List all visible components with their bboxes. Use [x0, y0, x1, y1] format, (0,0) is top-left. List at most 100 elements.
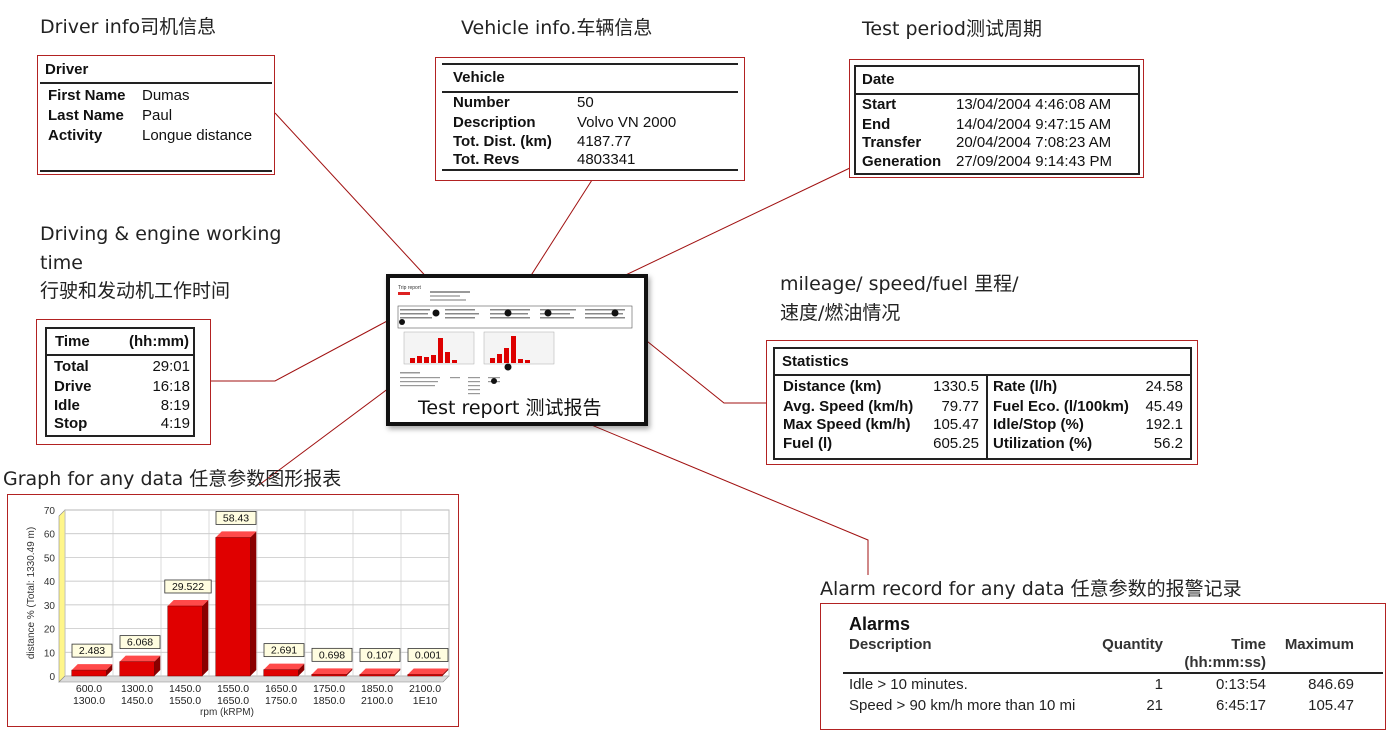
bar-side [298, 663, 305, 676]
bar-top [215, 531, 257, 538]
y-tick-label: 20 [44, 625, 56, 636]
time-row: Stop [54, 415, 88, 432]
bar-side [394, 668, 401, 676]
driver-row: Activity [48, 127, 103, 144]
y-tick-label: 0 [49, 672, 55, 683]
bar-top [263, 663, 305, 670]
statistics-panel: Statistics Distance (km) 1330.5 Avg. Spe… [766, 340, 1198, 465]
driver-title: Driver [45, 61, 89, 78]
driver-panel: Driver First Name Dumas Last Name Paul A… [37, 55, 275, 175]
thumbnail-caption: Test report 测试报告 [417, 397, 602, 419]
driver-value: Dumas [142, 87, 190, 104]
stats-left-row: Max Speed (km/h) [783, 416, 911, 433]
caption-vehicle: Vehicle info.车辆信息 [461, 17, 653, 39]
x-tick-label-bottom: 1550.0 [169, 695, 201, 707]
alarm-row-quantity: 1 [1154, 676, 1163, 693]
caption-driving-2: time [40, 252, 83, 274]
bar [167, 605, 203, 677]
time-row: Drive [54, 378, 92, 395]
data-label: 0.107 [367, 650, 393, 662]
stats-right-row: Utilization (%) [993, 435, 1093, 452]
x-tick-label-bottom: 1450.0 [121, 695, 153, 707]
stats-left-row: Avg. Speed (km/h) [783, 398, 914, 415]
data-label: 58.43 [223, 512, 249, 524]
x-tick-label-top: 1850.0 [361, 683, 393, 695]
bar [359, 674, 395, 677]
data-label-box [407, 648, 449, 662]
alarm-row-quantity: 21 [1146, 697, 1163, 714]
vehicle-title: Vehicle [453, 69, 505, 86]
stats-right-value: 56.2 [1153, 435, 1183, 452]
alarms-header-description: Description [849, 636, 932, 653]
alarms-title: Alarms [849, 614, 911, 634]
connector-time [211, 319, 390, 382]
x-tick-label-bottom: 1850.0 [313, 695, 345, 707]
stats-right-value: 24.58 [1145, 378, 1183, 395]
bar [71, 669, 107, 677]
alarm-row-description: Idle > 10 minutes. [849, 676, 968, 693]
data-label-box [71, 643, 113, 658]
time-value: 16:18 [152, 378, 190, 395]
x-axis-label: rpm (kRPM) [200, 707, 254, 718]
statistics-title: Statistics [782, 353, 849, 370]
date-value: 13/04/2004 4:46:08 AM [956, 96, 1112, 113]
time-value: 4:19 [160, 415, 190, 432]
report-thumbnail: Trip report [386, 274, 648, 426]
y-tick-label: 60 [44, 530, 56, 541]
x-tick-label-top: 600.0 [76, 683, 102, 695]
bar [311, 674, 347, 677]
time-value: 8:19 [160, 397, 190, 414]
data-label-box [119, 635, 161, 650]
date-row: Start [862, 96, 897, 113]
driver-row: Last Name [48, 107, 124, 124]
bar [119, 661, 155, 677]
caption-alarm: Alarm record for any data 任意参数的报警记录 [820, 578, 1242, 600]
vehicle-panel: Vehicle Number 50 Description Volvo VN 2… [435, 57, 745, 181]
date-value: 20/04/2004 7:08:23 AM [956, 134, 1112, 151]
data-label: 0.698 [319, 649, 345, 661]
bar [407, 674, 443, 677]
thumbnail-summary [397, 305, 633, 329]
time-unit: (hh:mm) [129, 333, 189, 350]
vehicle-value: 4187.77 [577, 133, 632, 150]
data-label: 2.691 [271, 645, 297, 657]
vehicle-value: Volvo VN 2000 [577, 114, 677, 131]
caption-driving-3: 行驶和发动机工作时间 [40, 280, 231, 302]
bar-side [442, 668, 449, 676]
y-tick-label: 10 [44, 648, 56, 659]
thumbnail-chart-2 [483, 331, 555, 365]
data-label: 6.068 [127, 637, 153, 649]
alarms-header-time: Time [1231, 636, 1266, 653]
stats-left-value: 605.25 [933, 435, 979, 452]
date-value: 27/09/2004 9:14:43 PM [956, 153, 1112, 170]
x-tick-label-bottom: 1E10 [413, 695, 438, 707]
x-tick-label-top: 1650.0 [265, 683, 297, 695]
alarm-row-description: Speed > 90 km/h more than 10 mi [849, 697, 1076, 714]
caption-stats-1: mileage/ speed/fuel 里程/ [780, 273, 1019, 295]
data-label: 0.001 [415, 650, 441, 662]
alarm-row-time: 6:45:17 [1215, 697, 1266, 714]
caption-driver: Driver info司机信息 [40, 16, 217, 38]
alarm-row-maximum: 105.47 [1308, 697, 1354, 714]
bar [215, 537, 251, 677]
report-thumbnail-image: Trip report [397, 285, 633, 419]
stats-right-row: Fuel Eco. (l/100km) [993, 398, 1129, 415]
x-tick-label-top: 1300.0 [121, 683, 153, 695]
alarms-header-maximum: Maximum [1284, 636, 1354, 653]
stats-right-value: 192.1 [1145, 416, 1183, 433]
alarm-row-maximum: 846.69 [1308, 676, 1354, 693]
driver-value: Paul [142, 107, 173, 124]
y-axis-label: distance % (Total: 1330.49 m) [26, 527, 37, 659]
stats-right-row: Rate (l/h) [993, 378, 1058, 395]
bar-side [154, 655, 161, 676]
vehicle-value: 50 [577, 94, 594, 111]
data-label-box [215, 511, 257, 525]
stats-left-row: Fuel (l) [783, 435, 833, 452]
stats-left-value: 79.77 [941, 398, 979, 415]
bar-side [202, 599, 209, 676]
alarm-row-time: 0:13:54 [1215, 676, 1266, 693]
x-tick-label-top: 2100.0 [409, 683, 441, 695]
stats-right-value: 45.49 [1145, 398, 1183, 415]
caption-driving-1: Driving & engine working [40, 223, 282, 245]
